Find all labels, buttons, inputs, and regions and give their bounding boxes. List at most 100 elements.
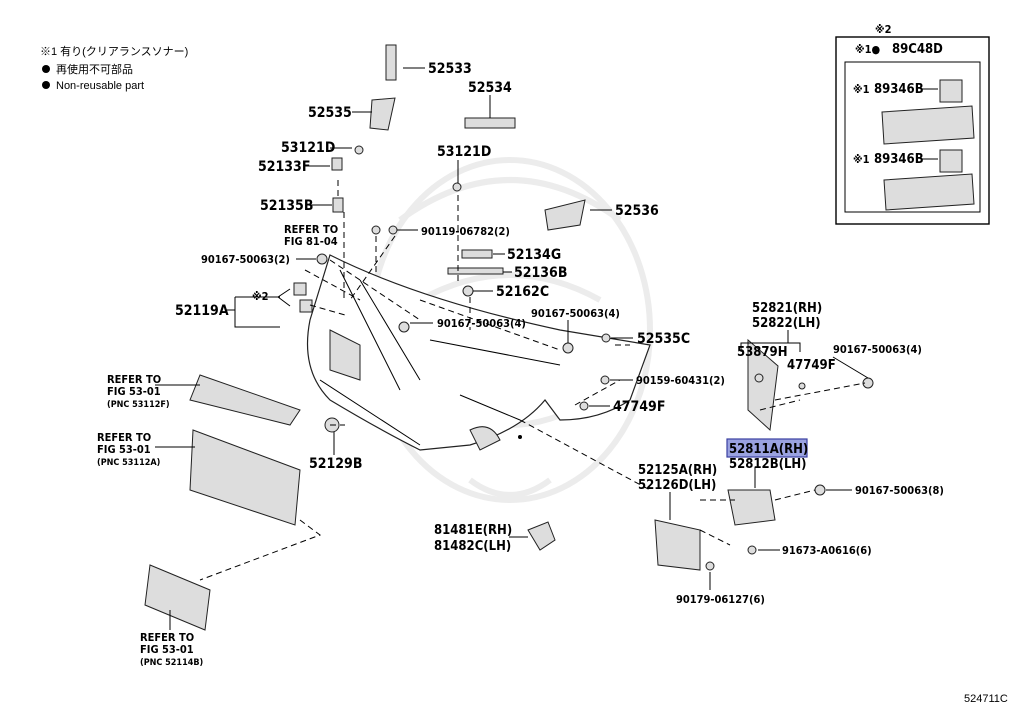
diagram-id: 524711C [964, 693, 1008, 705]
inset-title: 89C48D [892, 42, 943, 57]
seal-52811A-icon [727, 489, 776, 526]
part-label-47749F-a[interactable]: 47749F [787, 358, 836, 373]
part-label-47749F-b[interactable]: 47749F [613, 399, 665, 415]
retainer-52125A-icon [654, 519, 701, 571]
upper-grille-icon [189, 374, 301, 426]
inset-title-mark: ※1● [855, 43, 881, 56]
part-label-90167-a[interactable]: 90167-50063(2) [201, 253, 290, 266]
mark-2: ※2 [252, 290, 269, 303]
legend-note-2: 再使用不可部品 [56, 62, 133, 76]
part-label-52535[interactable]: 52535 [308, 105, 352, 121]
part-label-90119[interactable]: 90119-06782(2) [421, 225, 510, 238]
part-label-90167-e[interactable]: 90167-50063(8) [855, 484, 944, 497]
refer-53112A-line1[interactable]: REFER TO [97, 431, 151, 444]
retainer-52535-icon [369, 97, 396, 131]
part-label-81481E[interactable]: 81481E(RH) [434, 523, 512, 538]
part-labels: 52533 52534 52535 53121D 52133F 53121D 5… [97, 61, 1008, 705]
part-label-52129B[interactable]: 52129B [309, 456, 362, 472]
sonar-sensor-icon [939, 79, 963, 103]
refer-53112A-line2[interactable]: FIG 53-01 [97, 443, 151, 456]
clip-icon [601, 333, 611, 343]
bolt-icon [388, 225, 398, 235]
part-label-52822[interactable]: 52822(LH) [752, 316, 821, 331]
bolt-icon [747, 545, 757, 555]
part-label-81482C[interactable]: 81482C(LH) [434, 539, 511, 554]
legend: ※1 有り(クリアランスソナー) 再使用不可部品 Non-reusable pa… [40, 44, 188, 92]
clip-icon [331, 157, 343, 171]
sonar-sensor-icon [939, 149, 963, 173]
refer-53112A-line3[interactable]: (PNC 53112A) [97, 458, 160, 468]
bracket-icon [332, 197, 344, 213]
part-label-90159[interactable]: 90159-60431(2) [636, 374, 725, 387]
part-label-52135B[interactable]: 52135B [260, 198, 313, 214]
refer-53112F-line1[interactable]: REFER TO [107, 373, 161, 386]
retainer-52536-icon [544, 199, 586, 231]
part-label-52162C[interactable]: 52162C [496, 284, 549, 300]
part-label-52534[interactable]: 52534 [468, 80, 512, 96]
clip-icon [754, 373, 764, 383]
refer-fig81-line1[interactable]: REFER TO [284, 223, 338, 236]
leader-lines [155, 67, 869, 630]
screw-icon [398, 321, 410, 333]
part-label-52533[interactable]: 52533 [428, 61, 472, 77]
lower-grille-icon [189, 429, 301, 526]
part-label-90179[interactable]: 90179-06127(6) [676, 593, 765, 606]
clip-icon [452, 182, 462, 192]
refer-52114B-line2[interactable]: FIG 53-01 [140, 643, 194, 656]
screw-icon [316, 253, 328, 265]
part-label-52811A[interactable]: 52811A(RH) [729, 442, 808, 457]
inset-part-b-mark: ※1 [853, 153, 870, 166]
part-label-53121D-a[interactable]: 53121D [281, 140, 335, 156]
refer-52114B-line1[interactable]: REFER TO [140, 631, 194, 644]
brackets-and-fasteners [144, 44, 874, 631]
part-label-52134G[interactable]: 52134G [507, 247, 561, 263]
part-label-90167-b[interactable]: 90167-50063(4) [437, 317, 526, 330]
part-label-91673[interactable]: 91673-A0616(6) [782, 544, 872, 557]
part-label-52812B[interactable]: 52812B(LH) [729, 457, 807, 472]
refer-fig81-line2[interactable]: FIG 81-04 [284, 235, 338, 248]
part-label-52126D[interactable]: 52126D(LH) [638, 478, 716, 493]
refer-52114B-line3[interactable]: (PNC 52114B) [140, 658, 203, 668]
bolt-icon [579, 401, 589, 411]
legend-note-1: ※1 有り(クリアランスソナー) [40, 44, 188, 58]
part-label-52133F[interactable]: 52133F [258, 159, 310, 175]
part-label-52536[interactable]: 52536 [615, 203, 659, 219]
sensor-holder-icon [293, 282, 313, 313]
inset-part-a-mark: ※1 [853, 83, 870, 96]
retainer-52534-icon [464, 117, 516, 129]
screw-icon [814, 484, 826, 496]
clip-icon [798, 382, 806, 390]
inset-sensor-box: ※2 ※1● 89C48D ※1 89346B ※1 89346B [835, 23, 990, 225]
part-label-52119A[interactable]: 52119A [175, 303, 229, 319]
legend-note-3: Non-reusable part [56, 80, 144, 92]
refer-53112F-line2[interactable]: FIG 53-01 [107, 385, 161, 398]
part-label-90167-c[interactable]: 90167-50063(4) [531, 307, 620, 320]
part-label-52535C[interactable]: 52535C [637, 331, 690, 347]
inset-part-b: 89346B [874, 152, 924, 167]
clip-icon [462, 285, 474, 297]
part-label-52136B[interactable]: 52136B [514, 265, 567, 281]
retainer-52533-icon [385, 44, 397, 81]
license-plate-bracket-icon [144, 564, 211, 631]
selected-part-highlight [726, 438, 808, 458]
bullet-icon [42, 81, 50, 89]
retainer-52136B-icon [447, 267, 504, 275]
part-label-52821[interactable]: 52821(RH) [752, 301, 822, 316]
front-bumper-cover [306, 254, 651, 451]
sensor-pad-icon [881, 105, 975, 145]
refer-53112F-line3[interactable]: (PNC 53112F) [107, 400, 170, 410]
cover-81481E-icon [527, 521, 556, 551]
inset-part-a: 89346B [874, 82, 924, 97]
screw-icon [600, 375, 610, 385]
sensor-pad-icon [883, 173, 975, 211]
nut-icon [705, 561, 715, 571]
part-label-52125A[interactable]: 52125A(RH) [638, 463, 717, 478]
part-label-53121D-b[interactable]: 53121D [437, 144, 491, 160]
clip-icon [354, 145, 364, 155]
part-label-90167-d[interactable]: 90167-50063(4) [833, 343, 922, 356]
part-label-53879H[interactable]: 53879H [737, 345, 787, 360]
retainer-52134G-icon [461, 249, 493, 259]
inset-header-mark: ※2 [875, 23, 892, 36]
bullet-icon [42, 65, 50, 73]
